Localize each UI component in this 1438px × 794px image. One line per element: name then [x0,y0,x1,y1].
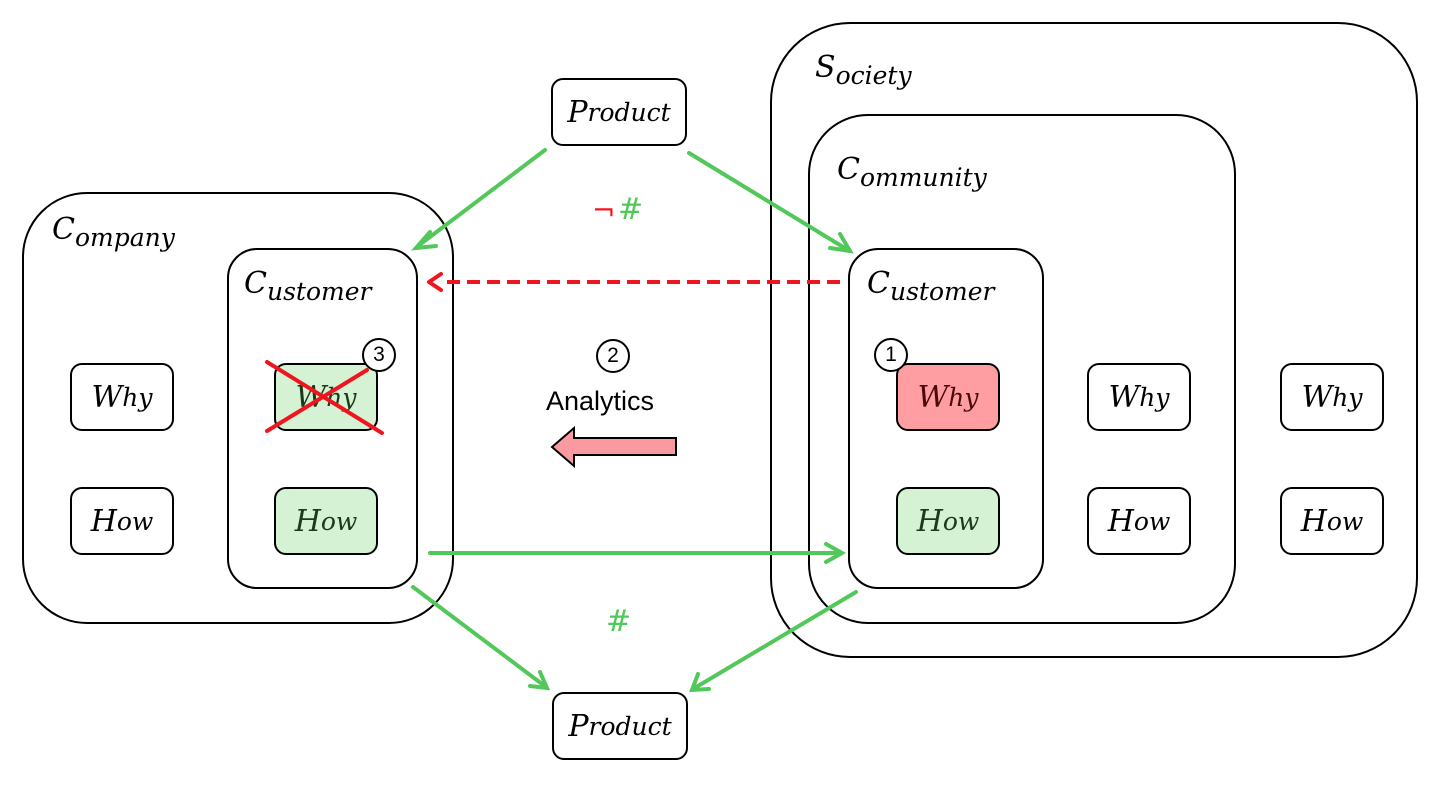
step-badge-1: 1 [874,338,908,372]
cross-out-mark [265,360,384,435]
society-container [770,22,1418,658]
arrow-product-to-community-customer [687,151,850,252]
company-container [22,192,454,624]
community-customer-container [848,248,1044,589]
not-symbol: ¬ [592,194,616,227]
society-label: Society [815,50,912,90]
arrow-product-to-company-customer [416,148,547,248]
analytics-arrow-icon [550,425,677,469]
step-badge-3: 3 [362,338,396,372]
hash-top-symbol: # [618,192,644,227]
arrow-company-customer-to-product [411,585,548,689]
hash-bottom-symbol: # [606,604,632,639]
arrow-community-customer-to-product [691,590,858,691]
step-badge-2: 2 [596,339,630,373]
arrowhead [427,272,443,292]
arrowhead [689,672,711,693]
community-label: Community [837,152,987,192]
company-customer-label: Customer [244,266,372,306]
arrowhead [824,542,847,564]
analytics-label: Analytics [546,386,655,416]
arrowhead [411,230,438,251]
arrowhead [528,670,551,691]
community-container [808,114,1236,624]
community-customer-label: Customer [867,266,995,306]
arrowhead [828,232,854,254]
company-customer-container [227,248,418,589]
company-label: Company [52,212,175,252]
